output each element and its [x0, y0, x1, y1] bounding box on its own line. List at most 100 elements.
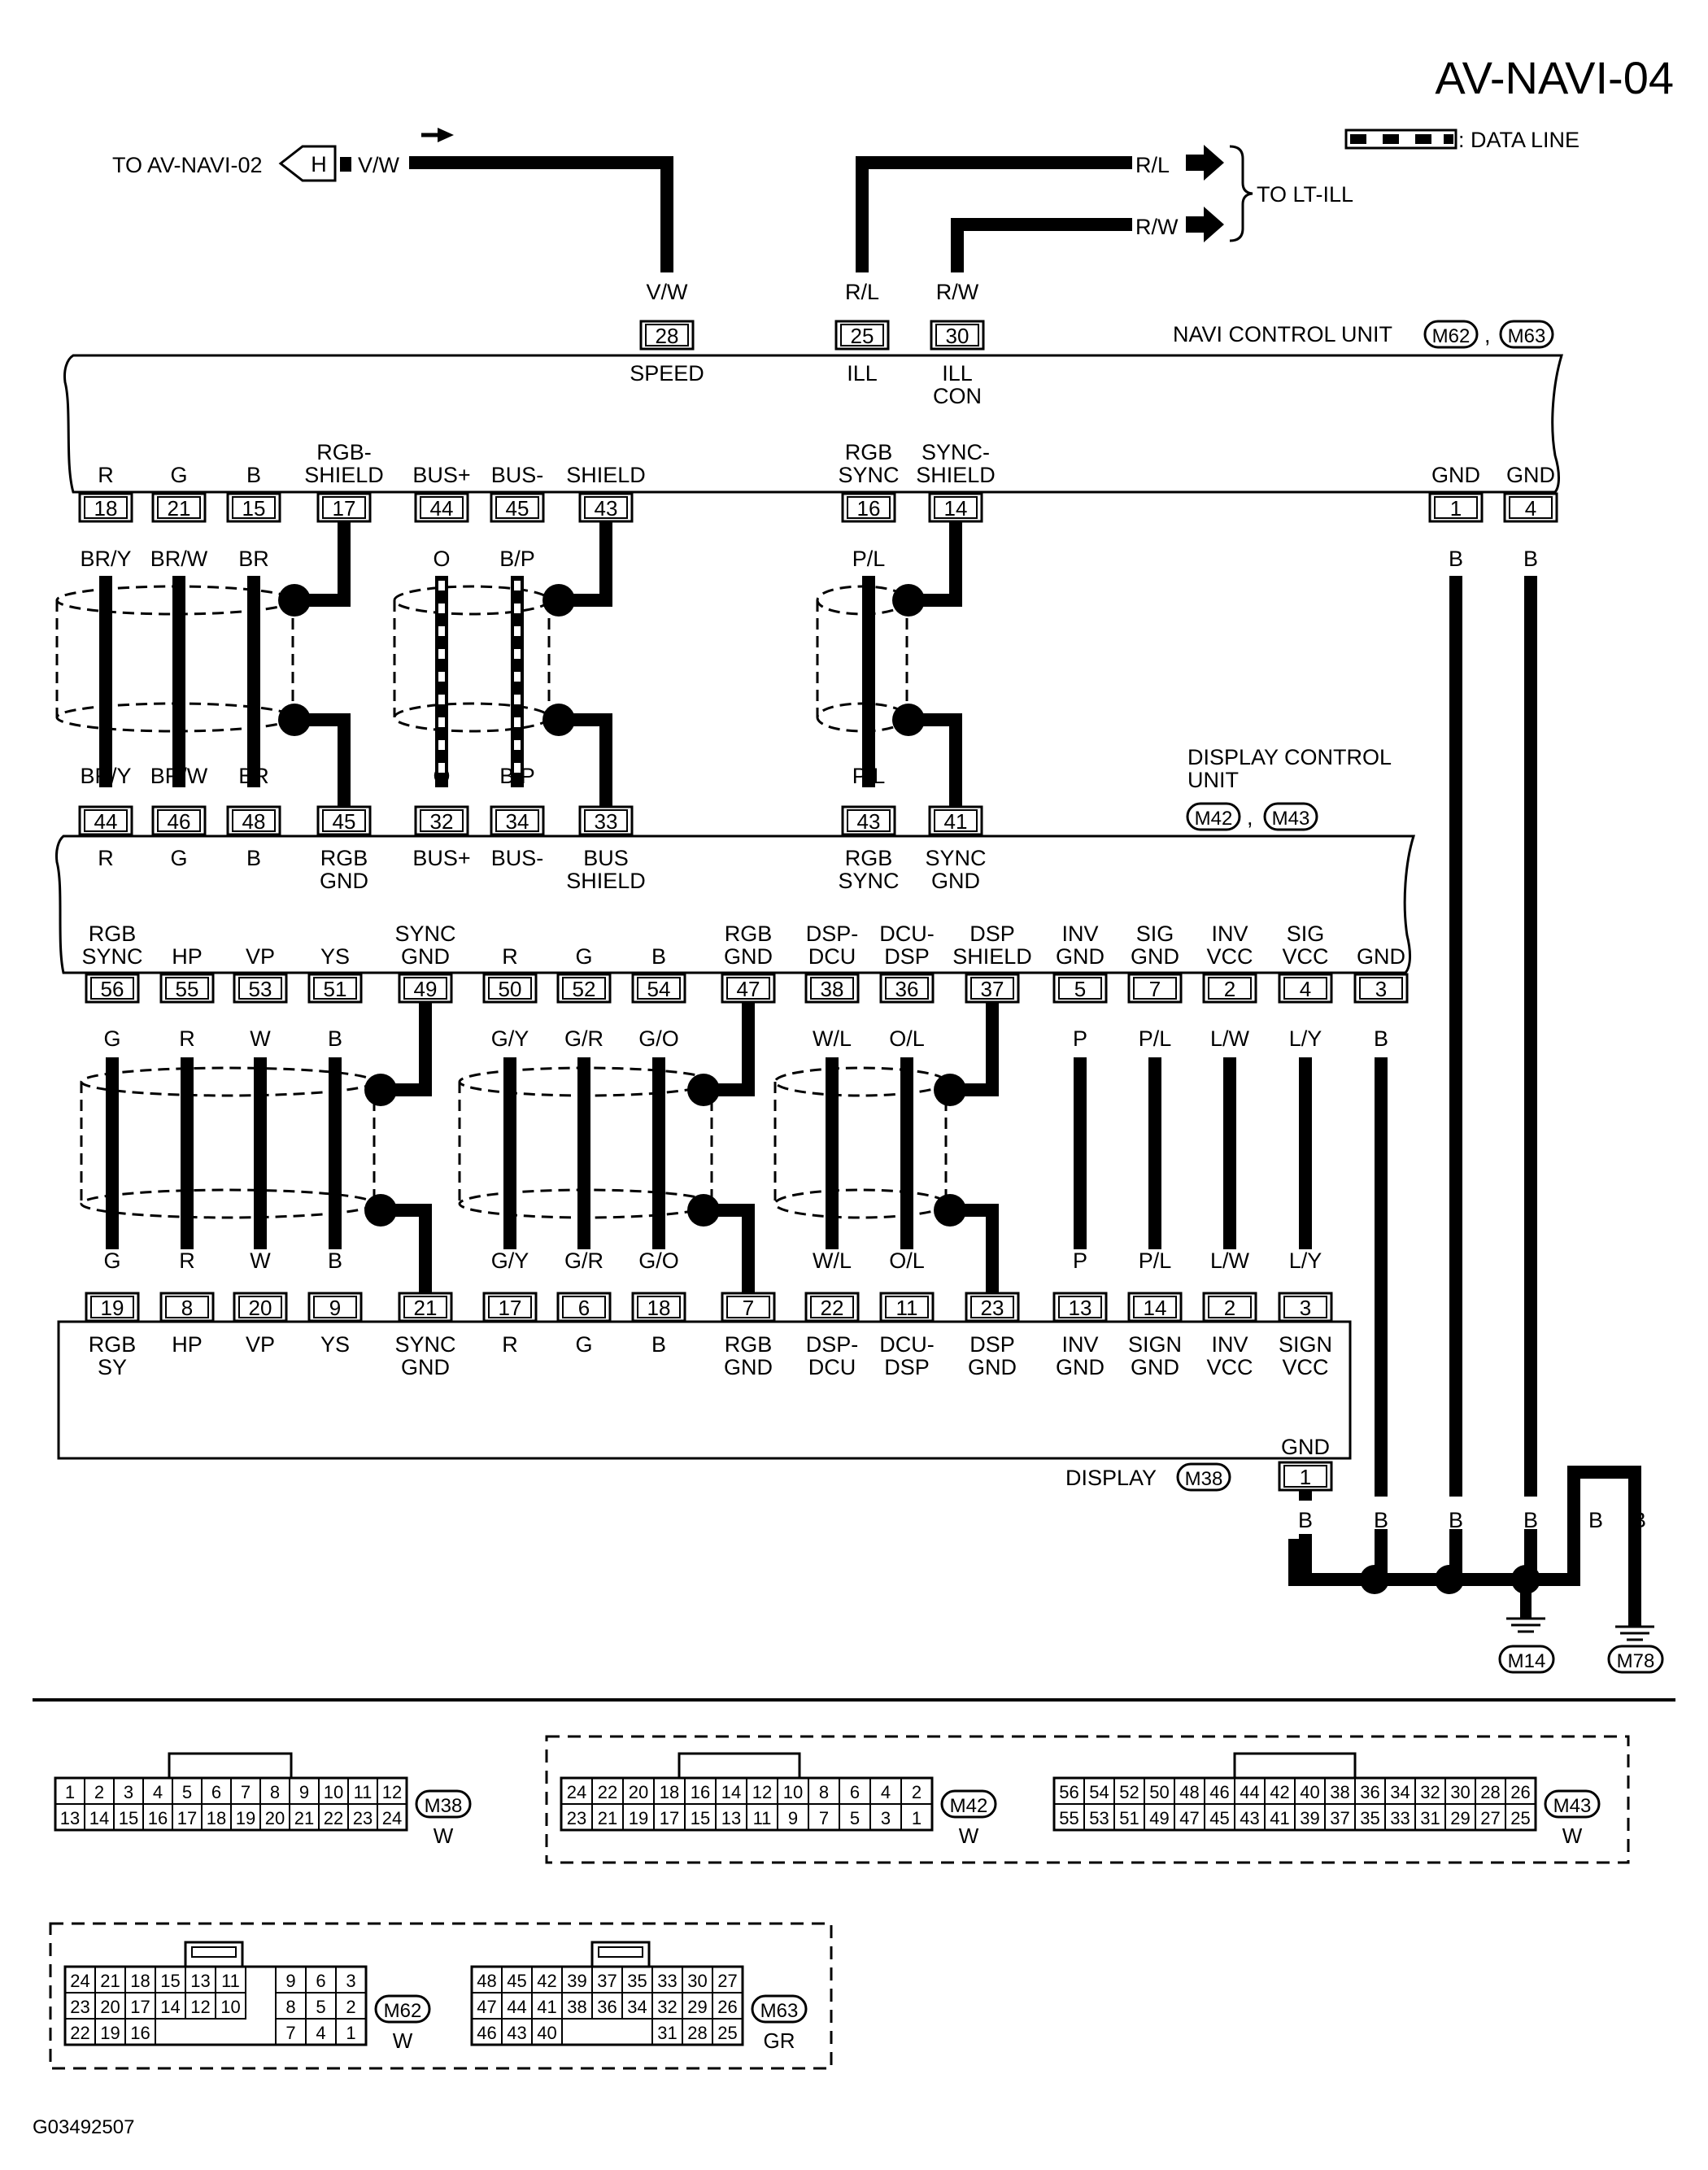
connector-terminal-number: 8: [285, 1997, 295, 2017]
dcu-top-pin-41: 41: [928, 805, 983, 836]
pin-number: 14: [1144, 1296, 1167, 1320]
pin-number: 15: [242, 496, 266, 521]
connector-terminal-number: 34: [627, 1997, 647, 2017]
page-title: AV-NAVI-04: [1435, 52, 1674, 103]
connector-terminal-number: 43: [1240, 1808, 1259, 1828]
connector-terminal-number: 37: [1330, 1808, 1349, 1828]
connector-terminal-number: 19: [629, 1808, 648, 1828]
pin-function-label: BUS: [583, 846, 629, 870]
pin-number: 33: [595, 809, 618, 834]
pin-number: 56: [101, 977, 124, 1001]
pin-number: 1: [1450, 496, 1462, 521]
pin-number: 18: [647, 1296, 671, 1320]
m62-m63-group-frame: [49, 1922, 833, 2070]
connector-terminal-number: 14: [721, 1782, 741, 1802]
dcu-bottom-pin-47: 47: [721, 973, 776, 1004]
pin-function-label: SHIELD: [566, 463, 646, 487]
dcu-top-pin-43: 43: [841, 805, 896, 836]
pin-function-label: GND: [401, 1355, 450, 1379]
shield-drain-dot-icon: [892, 584, 925, 617]
pin-function-label: RGB: [89, 1332, 137, 1357]
shield-drain-dot-icon: [278, 704, 311, 736]
pin-number: 23: [981, 1296, 1004, 1320]
wire-color-label: BR: [238, 547, 269, 571]
connector-terminal-number: 16: [130, 2023, 150, 2043]
navi-bottom-pin-21: 21: [151, 492, 207, 523]
connector-terminal-number: 20: [629, 1782, 648, 1802]
shield-drain-dot-icon: [542, 704, 575, 736]
pin-function-label: G: [575, 1332, 592, 1357]
wire-color-label: W: [250, 1026, 271, 1051]
display-control-unit-body: [55, 834, 1416, 974]
pin-number: 6: [578, 1296, 590, 1320]
rl-wire-label: R/L: [1135, 153, 1170, 177]
connector-terminal-number: 40: [537, 2023, 556, 2043]
display-pin-22: 22: [804, 1292, 860, 1322]
data-line-legend-label: : DATA LINE: [1458, 128, 1579, 152]
wire-color-label: O/L: [889, 1248, 925, 1273]
connector-terminal-number: 21: [294, 1808, 314, 1828]
pin-number: 20: [249, 1296, 272, 1320]
pin-function-label: SYNC: [394, 1332, 455, 1357]
connector-terminal-number: 8: [819, 1782, 829, 1802]
to-av-navi-02-label: TO AV-NAVI-02: [112, 153, 263, 177]
shield-drain-dot-icon: [364, 1074, 397, 1106]
pin-number: 30: [946, 324, 969, 348]
shield-drain-dot-icon: [278, 584, 311, 617]
connector-id: M63: [760, 2000, 799, 2022]
wire-color-label: G/O: [638, 1248, 679, 1273]
pin-function-label: RGB-: [316, 440, 372, 464]
connector-terminal-number: 18: [660, 1782, 679, 1802]
connector-terminal-number: 35: [627, 1971, 647, 1991]
pin-function-label: RGB: [725, 922, 773, 946]
wire-color-label: L/W: [1210, 1248, 1250, 1273]
pin-function-label: SHIELD: [952, 944, 1032, 969]
pin-function-label: INV: [1211, 1332, 1248, 1357]
wire-color-label: B: [1449, 547, 1463, 571]
connector-terminal-number: 24: [70, 1971, 89, 1991]
shield-bus-navi: [393, 585, 551, 733]
pin-function-label: YS: [320, 944, 350, 969]
pin-function-label: DSP: [884, 944, 930, 969]
pin-number: 2: [1224, 977, 1235, 1001]
connector-terminal-number: 51: [1119, 1808, 1139, 1828]
dcu-bottom-pin-2: 2: [1202, 973, 1257, 1004]
pin-number: 11: [896, 1296, 918, 1320]
dcu-top-pin-48: 48: [226, 805, 281, 836]
wire-color-label: B: [328, 1026, 342, 1051]
shield-dsp-dcu: [773, 1066, 948, 1219]
dcu-bottom-pin-3: 3: [1353, 973, 1409, 1004]
display-pin-3: 3: [1278, 1292, 1333, 1322]
connector-terminal-number: 12: [190, 1997, 210, 2017]
vw-wire-label: V/W: [358, 153, 400, 177]
connector-terminal-number: 20: [265, 1808, 285, 1828]
pin-function-label: YS: [320, 1332, 350, 1357]
connector-terminal-number: 11: [753, 1808, 772, 1828]
connector-terminal-number: 13: [190, 1971, 210, 1991]
wire-color-label: V/W: [647, 280, 689, 304]
connector-terminal-number: 25: [717, 2023, 737, 2043]
connector-terminal-number: 38: [1330, 1782, 1349, 1802]
sync-shield-drain-dcu: [364, 1003, 432, 1293]
pin-function-label: VCC: [1206, 1355, 1253, 1379]
display-pin-2: 2: [1202, 1292, 1257, 1322]
connector-color: GR: [764, 2028, 795, 2053]
connector-terminal-number: 27: [717, 1971, 737, 1991]
display-title: DISPLAY M38: [1065, 1462, 1231, 1492]
pin-function-label: BUS-: [491, 463, 544, 487]
connector-terminal-number: 42: [537, 1971, 556, 1991]
navi-bottom-pin-1: 1: [1428, 492, 1484, 523]
dcu-bottom-pin-38: 38: [804, 973, 860, 1004]
connector-terminal-number: 5: [316, 1997, 325, 2017]
pin-number: 54: [647, 977, 671, 1001]
connector-terminal-number: 26: [717, 1997, 737, 2017]
dcu-bottom-pin-55: 55: [159, 973, 215, 1004]
navi-control-unit-title: NAVI CONTROL UNIT M62 , M63: [1173, 320, 1554, 349]
pin-function-label: GND: [931, 869, 980, 893]
pin-number: 3: [1375, 977, 1387, 1001]
pin-function-label: SYNC: [925, 846, 986, 870]
pin-function-label: SIG: [1287, 922, 1325, 946]
